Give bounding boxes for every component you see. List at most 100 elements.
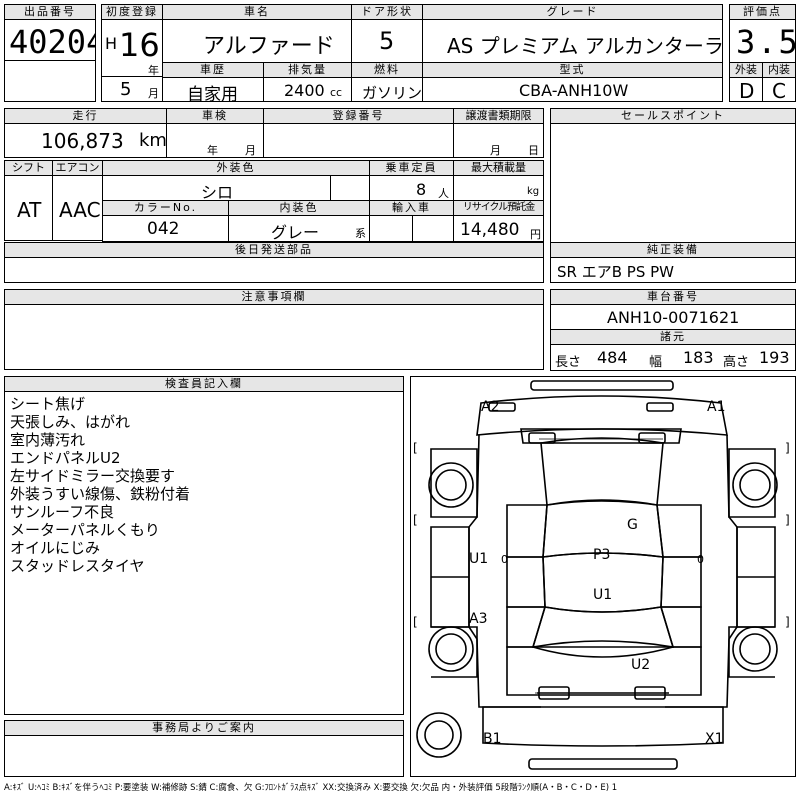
seating-capacity: 8 bbox=[416, 180, 427, 199]
left-a-pillar-area bbox=[506, 504, 548, 558]
bracket-left-mid: [ bbox=[413, 513, 418, 527]
fuel-cell: ガソリン bbox=[351, 77, 423, 102]
color-number: 042 bbox=[147, 219, 180, 239]
later-parts-area bbox=[4, 257, 544, 283]
lot-number-cell: 40204 bbox=[4, 19, 96, 61]
note-line: エンドパネルU2 bbox=[10, 449, 121, 467]
exterior-color-header: 外装色 bbox=[102, 160, 370, 176]
bracket-left-rear: [ bbox=[413, 615, 418, 629]
overall-score: 3.5 bbox=[736, 23, 796, 61]
exterior-cell: D bbox=[729, 77, 763, 102]
damage-label-b1: B1 bbox=[483, 731, 502, 747]
bracket-right-mid: ] bbox=[785, 513, 790, 527]
mark-zero-right: 0 bbox=[697, 553, 704, 566]
bracket-right-rear: ] bbox=[785, 615, 790, 629]
lot-number-blank bbox=[4, 60, 96, 102]
equipment-header: 純正装備 bbox=[550, 242, 796, 258]
vehicle-history: 自家用 bbox=[187, 85, 238, 102]
transfer-month-unit: 月 bbox=[490, 144, 501, 157]
right-front-fender bbox=[728, 448, 776, 518]
first-registration-header: 初度登録 bbox=[101, 4, 163, 20]
spare-wheel bbox=[416, 712, 462, 758]
interior-grade: C bbox=[772, 79, 786, 102]
damage-label-a1: A1 bbox=[707, 399, 726, 415]
exterior-header: 外装 bbox=[729, 62, 763, 78]
score-cell: 3.5 bbox=[729, 19, 796, 63]
height-label: 高さ bbox=[723, 355, 750, 370]
color-number-cell: 042 bbox=[102, 215, 229, 242]
exterior-color-cell: シロ bbox=[102, 175, 331, 201]
left-mid-area bbox=[506, 556, 546, 608]
width-label: 幅 bbox=[649, 355, 663, 370]
fuel-type: ガソリン bbox=[362, 84, 423, 102]
inspector-notes-list: シート焦げ 天張しみ、はがれ 室内薄汚れ エンドパネルU2 左サイドミラー交換要… bbox=[10, 395, 190, 575]
mileage-unit: km bbox=[139, 130, 167, 151]
max-load-cell: kg bbox=[453, 175, 544, 201]
tailgate bbox=[506, 646, 702, 696]
aircon-type: AAC bbox=[59, 198, 101, 222]
interior-cell: C bbox=[762, 77, 796, 102]
spec-header: 諸元 bbox=[550, 329, 796, 345]
transfer-deadline-cell: 月 日 bbox=[453, 123, 544, 158]
damage-label-u1-left: U1 bbox=[469, 551, 489, 567]
chassis-cell: ANH10-0071621 bbox=[550, 304, 796, 330]
import-cell-b bbox=[412, 215, 454, 242]
note-line: 天張しみ、はがれ bbox=[10, 413, 131, 431]
displacement: 2400 bbox=[284, 81, 325, 100]
max-load-header: 最大積載量 bbox=[453, 160, 544, 176]
mileage-cell: 106,873 km bbox=[4, 123, 167, 158]
inspection-year-unit: 年 bbox=[207, 144, 218, 157]
front-bumper bbox=[530, 380, 674, 391]
car-name-cell: アルファード bbox=[162, 19, 352, 63]
car-outline-svg bbox=[416, 380, 778, 770]
chassis-header: 車台番号 bbox=[550, 289, 796, 305]
legend: A:ｷｽﾞ U:ﾍｺﾐ B:ｷｽﾞを伴うﾍｺﾐ P:要塗装 W:補修跡 S:錆 … bbox=[4, 783, 618, 793]
score-header: 評価点 bbox=[729, 4, 796, 20]
capacity-header: 乗車定員 bbox=[369, 160, 454, 176]
import-cell-a bbox=[369, 215, 413, 242]
displacement-header: 排気量 bbox=[263, 62, 352, 78]
caution-area bbox=[4, 304, 544, 370]
interior-color-cell: グレー 系 bbox=[228, 215, 370, 242]
grade-header: グレード bbox=[422, 4, 723, 20]
hood-edge bbox=[520, 428, 682, 444]
grade-cell: AS プレミアム アルカンターラVer bbox=[422, 19, 723, 63]
registration-month-cell: 5 月 bbox=[101, 76, 163, 102]
note-line: スタッドレスタイヤ bbox=[10, 557, 145, 575]
left-body-line bbox=[468, 434, 541, 708]
office-notice-area bbox=[4, 735, 404, 777]
color-number-header: カラーNo. bbox=[102, 200, 229, 216]
shift-type: AT bbox=[17, 198, 42, 222]
damage-label-u1-center: U1 bbox=[593, 587, 613, 603]
displacement-unit: cc bbox=[330, 86, 343, 99]
capacity-cell: 8 人 bbox=[369, 175, 454, 201]
car-name: アルファード bbox=[203, 34, 335, 59]
length-label: 長さ bbox=[555, 355, 582, 370]
shift-header: シフト bbox=[4, 160, 53, 176]
registration-number-header: 登録番号 bbox=[263, 108, 454, 124]
right-rear-fender bbox=[728, 626, 775, 678]
right-rear-area bbox=[659, 606, 702, 648]
note-line: シート焦げ bbox=[10, 395, 86, 413]
interior-color-header: 内装色 bbox=[228, 200, 370, 216]
grade: AS プレミアム アルカンターラVer bbox=[447, 34, 723, 58]
standard-equipment: SR エアB PS PW bbox=[557, 263, 674, 281]
inspector-notes-header: 検査員記入欄 bbox=[4, 376, 404, 392]
equipment-cell: SR エアB PS PW bbox=[550, 257, 796, 283]
year-unit: 年 bbox=[148, 64, 159, 77]
damage-label-p3: P3 bbox=[593, 547, 611, 563]
mark-zero-left: 0 bbox=[501, 553, 508, 566]
month-unit: 月 bbox=[148, 87, 159, 100]
interior-color-unit: 系 bbox=[355, 227, 366, 240]
bracket-right-front: ] bbox=[785, 441, 790, 455]
note-line: 外装うすい線傷、鉄粉付着 bbox=[10, 485, 191, 503]
width-value: 183 bbox=[683, 348, 714, 367]
damage-label-u2: U2 bbox=[631, 657, 651, 673]
damage-label-x1: X1 bbox=[705, 731, 724, 747]
shift-cell: AT bbox=[4, 175, 53, 241]
left-rear-area bbox=[506, 606, 547, 648]
later-parts-header: 後日発送部品 bbox=[4, 242, 544, 258]
recycle-fee-header: リサイクル預託金 bbox=[453, 200, 544, 216]
aircon-cell: AAC bbox=[52, 175, 103, 241]
rear-bumper-bottom bbox=[528, 758, 678, 770]
